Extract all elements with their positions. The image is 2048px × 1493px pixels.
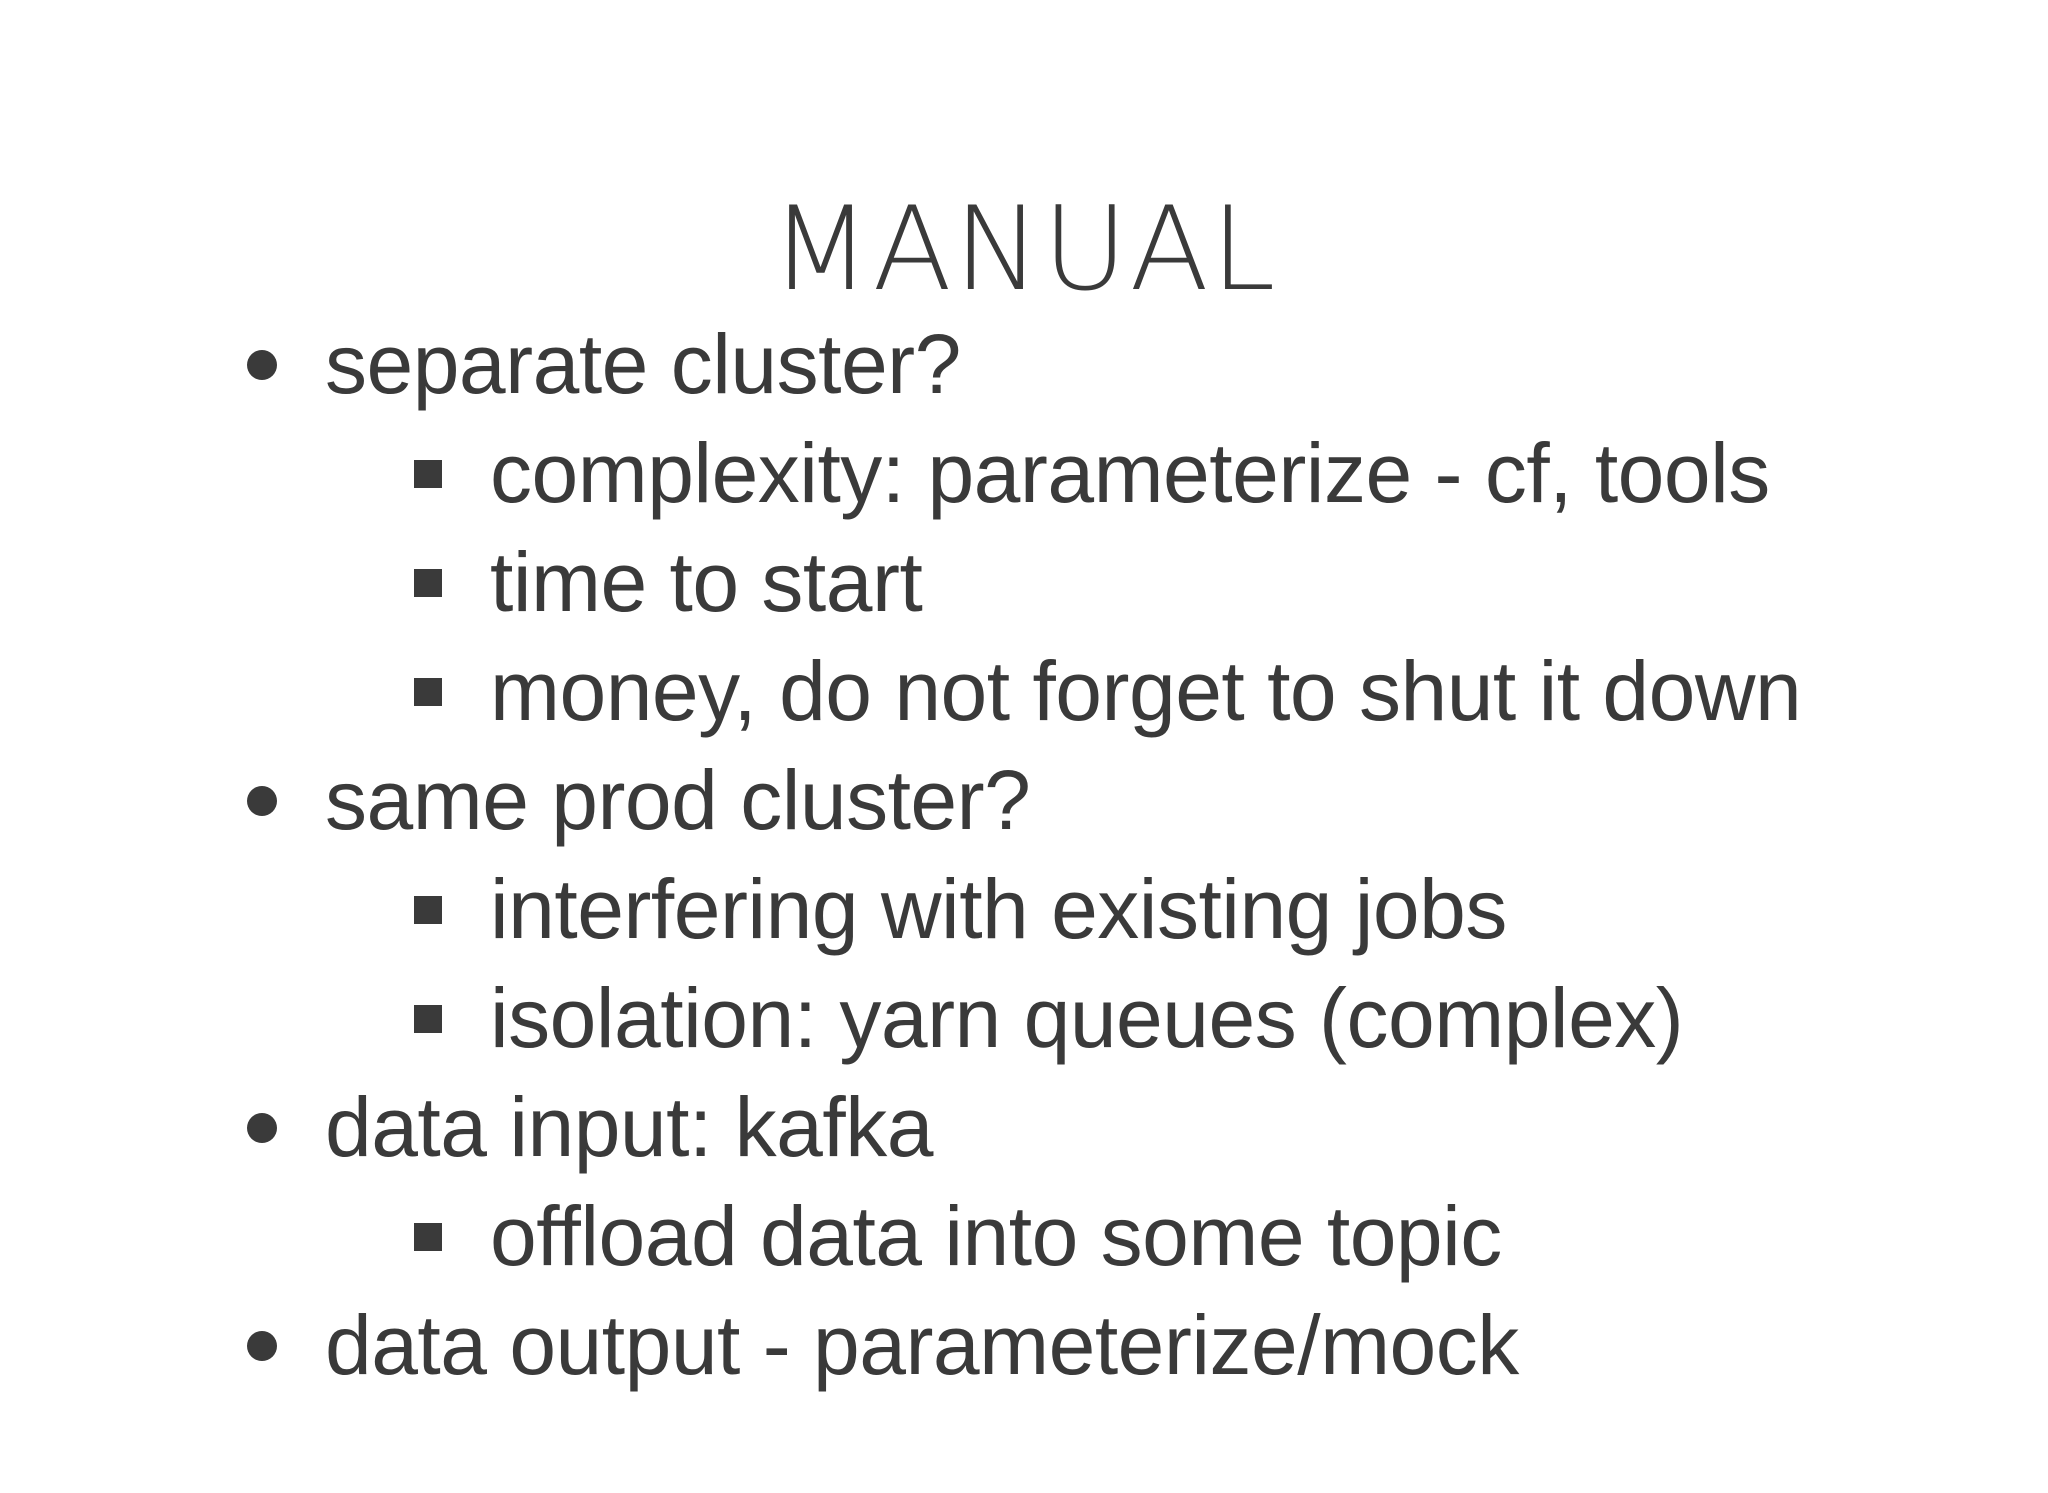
list-item-text: complexity: parameterize - cf, tools — [490, 426, 1770, 520]
bullet-dot-icon — [247, 1331, 277, 1361]
list-item: time to start — [414, 528, 1988, 637]
sub-list: interfering with existing jobs isolation… — [247, 855, 1988, 1073]
list-item: isolation: yarn queues (complex) — [414, 964, 1988, 1073]
sub-list: offload data into some topic — [247, 1182, 1988, 1291]
bullet-square-icon — [414, 678, 442, 706]
list-item: data input: kafka offload data into some… — [247, 1073, 1988, 1291]
bullet-square-icon — [414, 1223, 442, 1251]
list-item-text: offload data into some topic — [490, 1189, 1502, 1283]
bullet-square-icon — [414, 896, 442, 924]
list-item: complexity: parameterize - cf, tools — [414, 419, 1988, 528]
bullet-list: separate cluster? complexity: parameteri… — [247, 310, 1988, 1400]
list-item: data output - parameterize/mock — [247, 1291, 1988, 1400]
list-item-text: money, do not forget to shut it down — [490, 644, 1802, 738]
list-item: offload data into some topic — [414, 1182, 1988, 1291]
list-item-text: same prod cluster? — [325, 753, 1031, 847]
list-item: interfering with existing jobs — [414, 855, 1988, 964]
list-item-text: data input: kafka — [325, 1080, 933, 1174]
bullet-square-icon — [414, 569, 442, 597]
list-item-text: interfering with existing jobs — [490, 862, 1507, 956]
bullet-square-icon — [414, 460, 442, 488]
page-title: MANUAL — [770, 181, 1278, 317]
list-item-text: separate cluster? — [325, 317, 961, 411]
bullet-dot-icon — [247, 1113, 277, 1143]
list-item: money, do not forget to shut it down — [414, 637, 1988, 746]
bullet-dot-icon — [247, 786, 277, 816]
sub-list: complexity: parameterize - cf, tools tim… — [247, 419, 1988, 746]
list-item-text: data output - parameterize/mock — [325, 1298, 1519, 1392]
list-item-text: isolation: yarn queues (complex) — [490, 971, 1684, 1065]
list-item: same prod cluster? interfering with exis… — [247, 746, 1988, 1073]
bullet-square-icon — [414, 1005, 442, 1033]
list-item: separate cluster? complexity: parameteri… — [247, 310, 1988, 746]
list-item-text: time to start — [490, 535, 923, 629]
bullet-dot-icon — [247, 350, 277, 380]
